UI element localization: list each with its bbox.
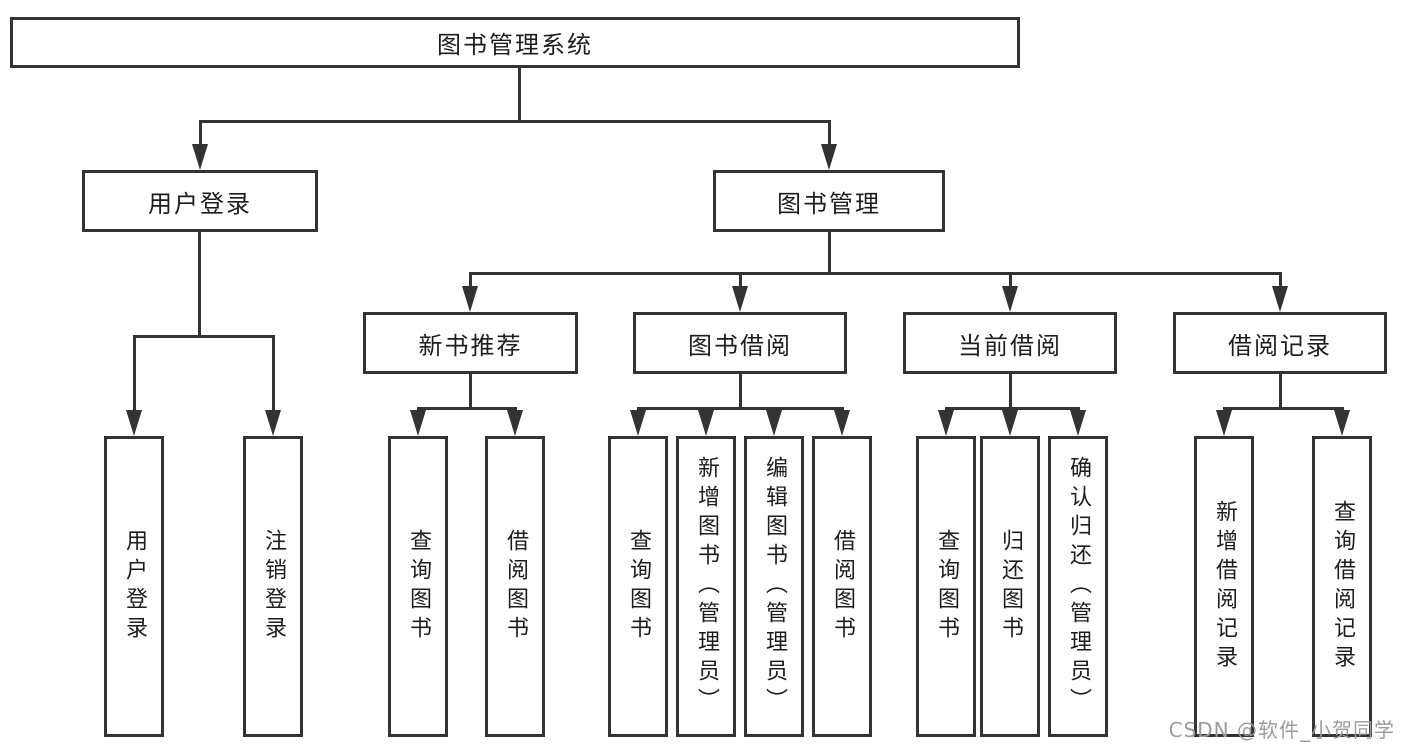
connector-hline [945, 407, 1079, 410]
connector-vline [133, 335, 136, 412]
arrowhead-down-icon [821, 144, 837, 170]
node-borrow-records: 借阅记录 [1173, 312, 1387, 374]
leaf-query-borrow-record: 查询借阅记录 [1312, 436, 1372, 737]
leaf-add-borrow-record: 新增借阅记录 [1194, 436, 1254, 737]
connector-hline [469, 272, 1281, 275]
arrowhead-down-icon [698, 410, 714, 436]
node-library-system: 图书管理系统 [10, 17, 1020, 68]
leaf-edit-book-admin: 编辑图书（管理员） [744, 436, 804, 737]
arrowhead-down-icon [192, 144, 208, 170]
arrowhead-down-icon [462, 286, 478, 312]
connector-vline [469, 272, 472, 288]
node-user-login: 用户登录 [82, 170, 318, 232]
connector-vline [198, 232, 201, 335]
leaf-confirm-return-admin: 确认归还（管理员） [1048, 436, 1108, 737]
leaf-borrow-books-recommend: 借阅图书 [485, 436, 545, 737]
arrowhead-down-icon [1216, 410, 1232, 436]
leaf-label: 新增图书（管理员） [694, 456, 719, 717]
node-label: 当前借阅 [958, 331, 1062, 360]
node-label: 用户登录 [148, 189, 252, 218]
node-current-borrow: 当前借阅 [903, 312, 1117, 374]
connector-vline [705, 407, 708, 412]
watermark: CSDN @软件_小贺同学 [1168, 718, 1395, 742]
connector-vline [828, 120, 831, 146]
connector-vline [514, 407, 517, 412]
arrowhead-down-icon [1070, 410, 1086, 436]
arrowhead-down-icon [938, 410, 954, 436]
leaf-borrow-books: 借阅图书 [812, 436, 872, 737]
connector-vline [828, 232, 831, 272]
connector-vline [945, 407, 948, 412]
leaf-label: 借阅图书 [830, 528, 855, 645]
connector-vline [469, 374, 472, 407]
connector-hline [1223, 407, 1343, 410]
arrowhead-down-icon [1002, 286, 1018, 312]
leaf-label: 编辑图书（管理员） [762, 456, 787, 717]
leaf-user-login: 用户登录 [104, 436, 164, 737]
node-new-book-recommend: 新书推荐 [363, 312, 578, 374]
connector-vline [1077, 407, 1080, 412]
arrowhead-down-icon [834, 410, 850, 436]
node-book-management: 图书管理 [713, 170, 945, 232]
arrowhead-down-icon [1272, 286, 1288, 312]
connector-vline [841, 407, 844, 412]
node-label: 新书推荐 [418, 331, 523, 360]
arrowhead-down-icon [410, 410, 426, 436]
connector-vline [1341, 407, 1344, 412]
node-book-borrow: 图书借阅 [633, 312, 847, 374]
connector-vline [518, 68, 521, 120]
leaf-label: 用户登录 [122, 528, 147, 645]
leaf-label: 注销登录 [261, 528, 286, 645]
leaf-return-book: 归还图书 [980, 436, 1040, 737]
arrowhead-down-icon [1334, 410, 1350, 436]
leaf-logout: 注销登录 [243, 436, 303, 737]
connector-vline [1279, 374, 1282, 407]
arrowhead-down-icon [265, 410, 281, 436]
node-label: 图书管理系统 [437, 31, 593, 59]
connector-hline [133, 335, 274, 338]
connector-vline [1223, 407, 1226, 412]
connector-vline [739, 374, 742, 407]
arrowhead-down-icon [766, 410, 782, 436]
connector-vline [1009, 272, 1012, 288]
node-label: 图书借阅 [688, 331, 792, 360]
connector-vline [773, 407, 776, 412]
connector-vline [199, 120, 202, 146]
leaf-label: 查询借阅记录 [1330, 499, 1355, 674]
connector-vline [739, 272, 742, 288]
arrowhead-down-icon [732, 286, 748, 312]
connector-vline [1279, 272, 1282, 288]
leaf-label: 查询图书 [406, 528, 431, 645]
leaf-label: 借阅图书 [503, 528, 528, 645]
node-label: 借阅记录 [1228, 331, 1332, 360]
leaf-add-book-admin: 新增图书（管理员） [676, 436, 736, 737]
connector-vline [1009, 374, 1012, 407]
arrowhead-down-icon [126, 410, 142, 436]
connector-vline [417, 407, 420, 412]
arrowhead-down-icon [1002, 410, 1018, 436]
leaf-query-books-current: 查询图书 [916, 436, 976, 737]
leaf-label: 新增借阅记录 [1212, 499, 1237, 674]
connector-vline [637, 407, 640, 412]
arrowhead-down-icon [507, 410, 523, 436]
connector-vline [1009, 407, 1012, 412]
arrowhead-down-icon [630, 410, 646, 436]
connector-vline [272, 335, 275, 412]
leaf-query-books-borrow: 查询图书 [608, 436, 668, 737]
leaf-label: 查询图书 [934, 528, 959, 645]
leaf-label: 查询图书 [626, 528, 651, 645]
leaf-label: 归还图书 [998, 528, 1023, 645]
connector-hline [199, 120, 830, 123]
leaf-query-books-recommend: 查询图书 [388, 436, 448, 737]
connector-hline [417, 407, 516, 410]
node-label: 图书管理 [777, 189, 881, 218]
connector-hline [637, 407, 843, 410]
leaf-label: 确认归还（管理员） [1066, 456, 1091, 717]
